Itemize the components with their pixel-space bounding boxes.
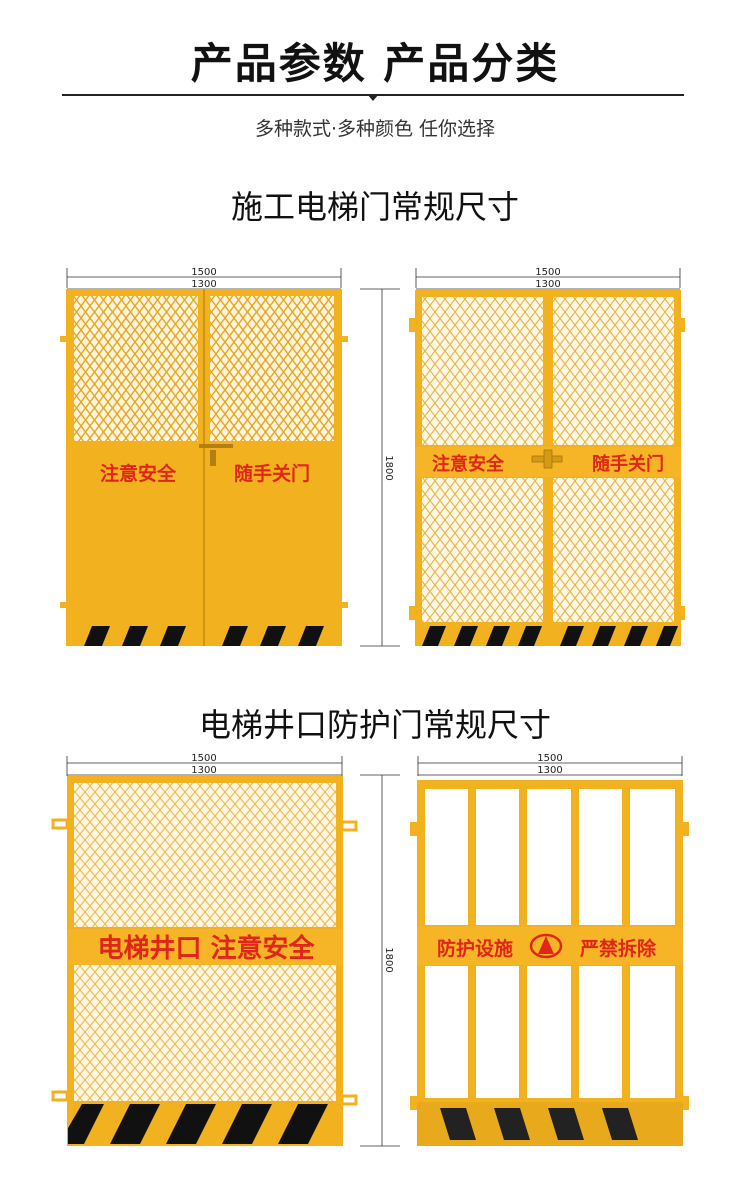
- door-3-banner: 电梯井口 注意安全: [97, 933, 315, 964]
- door-2-dimension-lines: [415, 268, 681, 290]
- door-1-label-right: 随手关门: [234, 462, 310, 485]
- door-3-shaft-mesh-door: [51, 776, 358, 1146]
- door-2-label-left: 注意安全: [432, 453, 505, 475]
- door-1-label-left: 注意安全: [100, 462, 177, 485]
- door-1-swing-door: [60, 289, 348, 646]
- door-3-dimension-lines: [66, 756, 400, 1147]
- section-title-construction-elevator-door: 施工电梯门常规尺寸: [230, 188, 519, 226]
- door-4-banner-right: 严禁拆除: [580, 937, 657, 960]
- door-4-dimension-lines: [417, 756, 683, 776]
- door-1-width-outer: 1500: [191, 267, 216, 278]
- door-4-banner-left: 防护设施: [437, 937, 513, 960]
- door-2-mesh-door: [409, 290, 685, 646]
- door-2-width-inner: 1300: [535, 279, 560, 290]
- section-title-shaft-protection-door: 电梯井口防护门常规尺寸: [198, 706, 551, 744]
- door-3-width-outer: 1500: [191, 753, 216, 764]
- door-4-width-inner: 1300: [537, 765, 562, 776]
- title-divider-notch: [367, 94, 379, 101]
- door-1-width-inner: 1300: [191, 279, 216, 290]
- door-3-width-inner: 1300: [191, 765, 216, 776]
- door-3-height: 1800: [383, 947, 394, 972]
- page-subtitle: 多种款式·多种颜色 任你选择: [254, 118, 496, 140]
- door-4-width-outer: 1500: [537, 753, 562, 764]
- door-1-height: 1800: [383, 455, 394, 480]
- door-4-shaft-bar-door: [410, 780, 689, 1146]
- door-2-label-right: 随手关门: [592, 453, 664, 475]
- page-title: 产品参数 产品分类: [190, 39, 560, 88]
- door-2-width-outer: 1500: [535, 267, 560, 278]
